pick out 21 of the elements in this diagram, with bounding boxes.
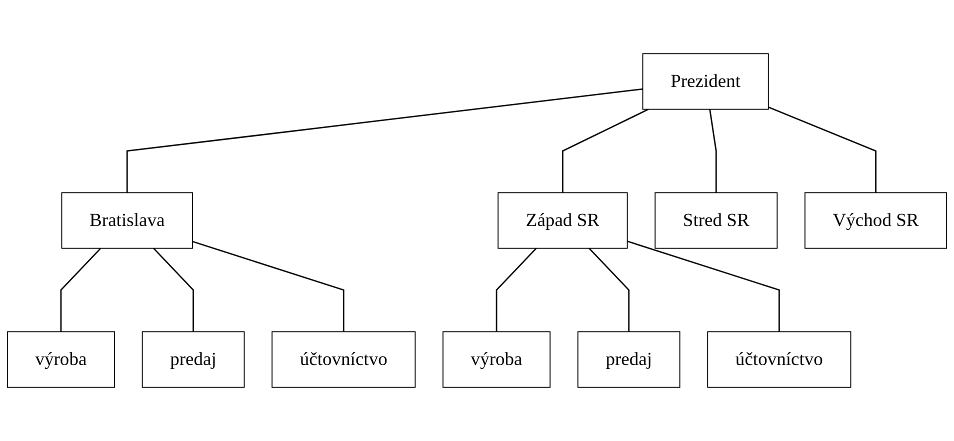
node-box: účtovníctvo [707,331,852,388]
node-box: predaj [577,331,680,388]
connector [126,88,643,193]
node-box: výroba [6,331,115,388]
node-box: Prezident [642,53,769,110]
connector [192,240,344,332]
node-box: účtovníctvo [272,331,416,388]
connector [627,240,780,332]
node-box: predaj [142,331,245,388]
connector [60,248,102,332]
node-box: Východ SR [804,192,948,249]
connector [768,106,876,193]
connector [153,248,194,332]
node-box: Západ SR [498,192,628,249]
connector [496,248,537,332]
node-box: Stred SR [654,192,778,249]
node-box: výroba [442,331,551,388]
connector [709,109,717,193]
connector [588,248,630,332]
connector [562,108,649,193]
node-box: Bratislava [61,192,193,249]
